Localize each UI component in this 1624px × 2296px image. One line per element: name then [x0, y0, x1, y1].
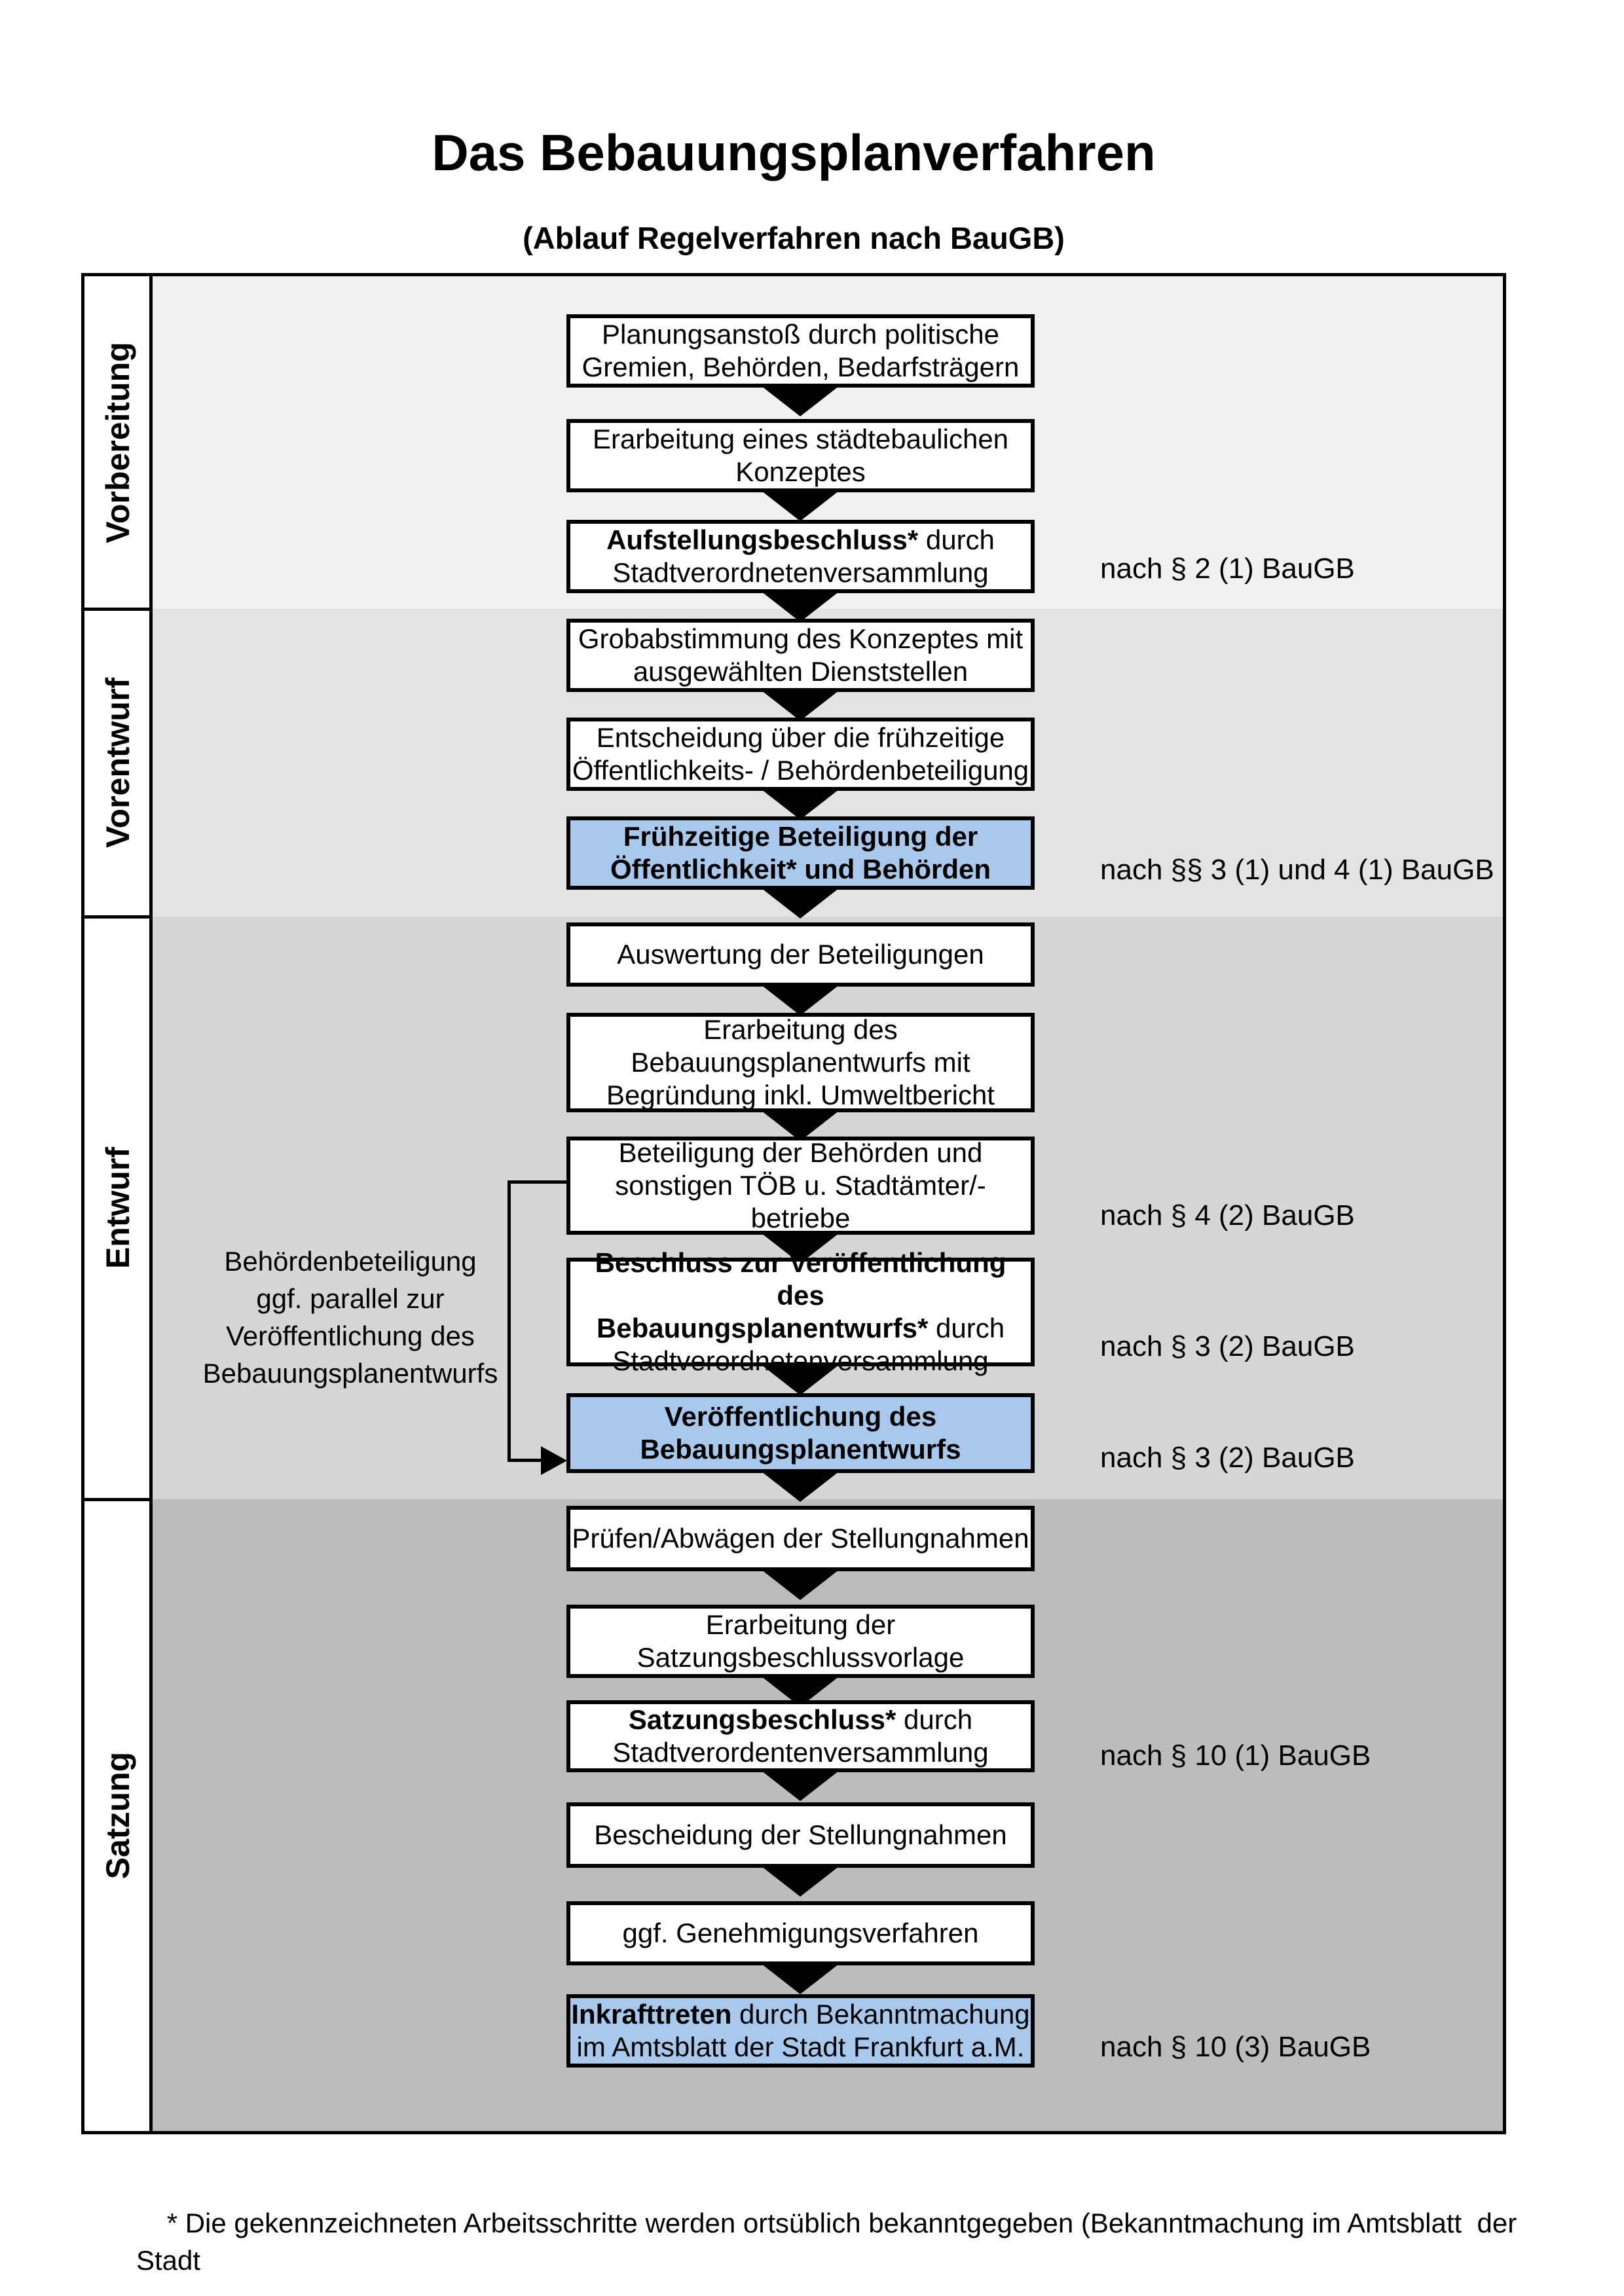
- annotation-line: Behördenbeteiligung: [224, 1246, 477, 1277]
- down-arrow-icon: [758, 983, 842, 1015]
- parallel-annotation: Behördenbeteiligung ggf. parallel zur Ve…: [154, 1243, 547, 1392]
- annotation-line: ggf. parallel zur: [256, 1283, 445, 1314]
- footnote: * Die gekennzeichneten Arbeitsschritte w…: [136, 2167, 1538, 2296]
- flow-step-text: ggf. Genehmigungsverfahren: [622, 1918, 979, 1948]
- legal-reference: nach § 2 (1) BauGB: [1100, 553, 1355, 585]
- phase-divider: [84, 1498, 153, 1501]
- legal-reference: nach § 3 (2) BauGB: [1100, 1442, 1355, 1474]
- diagram-frame: [81, 273, 1506, 2134]
- flow-step-7: Auswertung der Beteiligungen: [566, 922, 1035, 987]
- flow-step-text: Bebauungsplanentwurfs: [640, 1434, 961, 1465]
- flow-step-15: Bescheidung der Stellungnahmen: [566, 1802, 1035, 1868]
- down-arrow-icon: [758, 1362, 842, 1395]
- parallel-connector-vertical: [507, 1180, 511, 1461]
- flow-step-text: Satzungsbeschlussvorlage: [637, 1642, 965, 1673]
- flow-step-text: im Amtsblatt der Stadt Frankfurt a.M.: [576, 2032, 1025, 2062]
- flow-step-text: Konzeptes: [735, 456, 866, 487]
- phase-divider: [84, 915, 153, 919]
- down-arrow-icon: [758, 688, 842, 721]
- flow-step-text: Öffentlichkeit* und Behörden: [610, 854, 991, 884]
- flow-step-text: Erarbeitung des: [703, 1014, 898, 1045]
- flow-step-text: Satzungsbeschluss* durch: [628, 1704, 973, 1735]
- flow-step-text: Bescheidung der Stellungnahmen: [594, 1819, 1007, 1850]
- flow-step-text: Prüfen/Abwägen der Stellungnahmen: [572, 1523, 1029, 1554]
- flow-step-text: Bebauungsplanentwurfs* durch: [596, 1313, 1005, 1343]
- page-subtitle: (Ablauf Regelverfahren nach BauGB): [523, 221, 1065, 255]
- annotation-line: Bebauungsplanentwurfs: [202, 1358, 498, 1389]
- flow-step-text: Stadtverordentenversammlung: [612, 1737, 989, 1768]
- parallel-connector-top: [507, 1180, 568, 1184]
- flow-step-text: Planungsanstoß durch politische: [601, 319, 1000, 350]
- right-arrow-icon: [541, 1446, 567, 1475]
- flow-step-text: Erarbeitung der: [705, 1609, 896, 1640]
- flow-step-12: Prüfen/Abwägen der Stellungnahmen: [566, 1506, 1035, 1571]
- flow-step-text: Gremien, Behörden, Bedarfsträgern: [581, 352, 1020, 382]
- page-title: Das Bebauungsplanverfahren: [432, 124, 1156, 181]
- down-arrow-icon: [758, 384, 842, 416]
- flow-step-text: Beteiligung der Behörden und: [618, 1137, 983, 1168]
- down-arrow-icon: [758, 1567, 842, 1600]
- down-arrow-icon: [758, 1108, 842, 1141]
- down-arrow-icon: [758, 1469, 842, 1502]
- flow-step-text: Beschluss zur Veröffentlichung des: [595, 1247, 1006, 1311]
- parallel-connector-bottom: [507, 1459, 544, 1462]
- phase-sidebar: [84, 276, 153, 2131]
- phase-label-vorentwurf: Vorentwurf: [100, 677, 136, 848]
- down-arrow-icon: [758, 488, 842, 521]
- down-arrow-icon: [758, 589, 842, 622]
- legal-reference: nach §§ 3 (1) und 4 (1) BauGB: [1100, 854, 1494, 886]
- flow-step-text: Erarbeitung eines städtebaulichen: [592, 424, 1009, 454]
- flow-step-text: Auswertung der Beteiligungen: [617, 939, 984, 970]
- down-arrow-icon: [758, 886, 842, 919]
- flow-step-text: sonstigen TÖB u. Stadtämter/-betriebe: [615, 1170, 986, 1233]
- phase-divider: [84, 608, 153, 611]
- flow-step-text: Inkrafttreten durch Bekanntmachung: [571, 1999, 1030, 2030]
- flow-step-text: ausgewählten Dienststellen: [633, 656, 969, 687]
- flow-step-text: Grobabstimmung des Konzeptes mit: [578, 623, 1024, 654]
- flow-step-text: Aufstellungsbeschluss* durch: [606, 524, 995, 555]
- annotation-line: Veröffentlichung des: [226, 1321, 475, 1351]
- phase-label-entwurf: Entwurf: [100, 1146, 136, 1269]
- flow-step-text: Begründung inkl. Umweltbericht: [606, 1080, 995, 1110]
- down-arrow-icon: [758, 1864, 842, 1897]
- flow-step-text: Öffentlichkeits- / Behördenbeteiligung: [572, 755, 1029, 786]
- footnote-line: * Die gekennzeichneten Arbeitsschritte w…: [136, 2208, 1524, 2276]
- flow-step-16: ggf. Genehmigungsverfahren: [566, 1901, 1035, 1965]
- phase-label-satzung: Satzung: [100, 1751, 136, 1879]
- flow-step-text: Frühzeitige Beteiligung der: [623, 821, 978, 852]
- down-arrow-icon: [758, 1768, 842, 1801]
- legal-reference: nach § 3 (2) BauGB: [1100, 1330, 1355, 1362]
- flow-step-text: Entscheidung über die frühzeitige: [596, 722, 1005, 753]
- flow-step-text: Veröffentlichung des: [664, 1401, 937, 1432]
- flow-step-text: Stadtverordnetenversammlung: [612, 557, 989, 588]
- flow-step-text: Bebauungsplanentwurfs mit: [631, 1047, 970, 1078]
- phase-label-vorbereitung: Vorbereitung: [100, 342, 136, 543]
- down-arrow-icon: [758, 1961, 842, 1994]
- down-arrow-icon: [758, 787, 842, 820]
- legal-reference: nach § 10 (3) BauGB: [1100, 2031, 1371, 2063]
- legal-reference: nach § 10 (1) BauGB: [1100, 1740, 1371, 1772]
- legal-reference: nach § 4 (2) BauGB: [1100, 1199, 1355, 1231]
